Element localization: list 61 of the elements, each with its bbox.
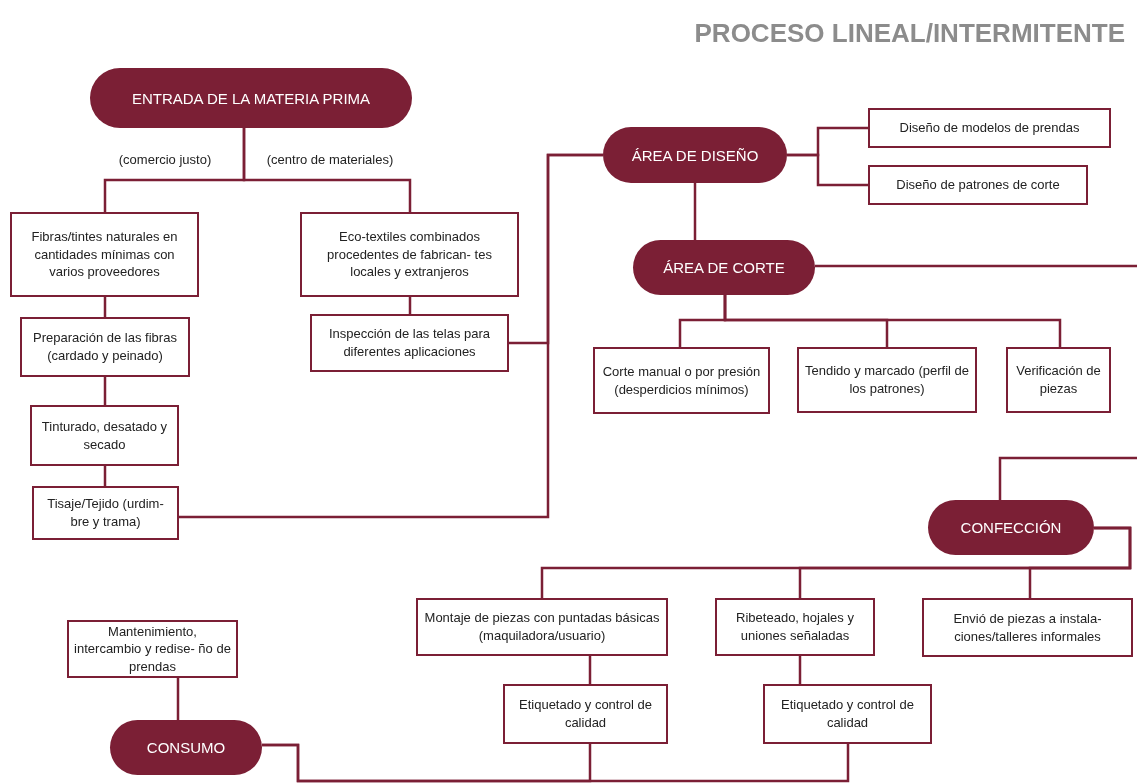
stage-pill — [603, 127, 787, 183]
connector-line — [998, 456, 1137, 500]
process-box — [20, 317, 190, 377]
connector-line — [723, 295, 1062, 347]
node-text: Corte manual o por presión (desperdicios mínimos) — [601, 362, 762, 399]
node-text: Ribeteado, hojales y uniones señaladas — [735, 609, 855, 645]
process-box — [503, 684, 668, 744]
process-box — [763, 684, 932, 744]
connector-line — [588, 656, 592, 684]
process-box — [30, 405, 179, 466]
node-text: Preparación de las fibras (cardado y peinado) — [32, 329, 178, 365]
node-text: Mantenimiento, intercambio y redise- ño de prendas — [74, 622, 231, 676]
node-text: Verificación de piezas — [1015, 362, 1102, 398]
connector-line — [798, 656, 802, 684]
stage-pill — [110, 720, 262, 775]
process-box — [300, 212, 519, 297]
process-box — [868, 108, 1111, 148]
connector-line — [242, 128, 412, 212]
process-box — [922, 598, 1133, 657]
node-text: ENTRADA DE LA MATERIA PRIMA — [131, 89, 371, 107]
process-box — [1006, 347, 1111, 413]
connector-line — [815, 264, 1137, 268]
node-text: ÁREA DE CORTE — [663, 259, 785, 276]
edge-label: (centro de materiales) — [264, 152, 396, 167]
connector-line — [103, 297, 107, 317]
connector-line — [787, 153, 868, 187]
connector-line — [1028, 526, 1132, 598]
connector-line — [103, 377, 107, 405]
process-box — [32, 486, 179, 540]
node-text: Tisaje/Tejido (urdim- bre y trama) — [46, 495, 165, 531]
edge-label: (comercio justo) — [116, 152, 214, 167]
node-text: CONSUMO — [146, 739, 226, 756]
stage-pill — [633, 240, 815, 295]
node-text: Eco-textiles combinados procedentes de fabrican- tes locales y extranjeros — [326, 228, 493, 281]
process-box — [10, 212, 199, 297]
node-text: ÁREA DE DISEÑO — [631, 146, 759, 164]
process-box — [868, 165, 1088, 205]
process-box — [715, 598, 875, 656]
stage-pill — [928, 500, 1094, 555]
connector-line — [509, 153, 603, 345]
process-box — [797, 347, 977, 413]
process-box — [593, 347, 770, 414]
connector-line — [103, 466, 107, 486]
node-text: Inspección de las telas para diferentes aplicaciones — [327, 325, 492, 361]
node-text: Diseño de modelos de prendas — [899, 119, 1080, 137]
node-text: Diseño de patrones de corte — [896, 176, 1060, 194]
node-text: Etiquetado y control de calidad — [780, 696, 915, 732]
connector-line — [693, 183, 697, 240]
node-text: Fibras/tintes naturales en cantidades mínimas con varios proveedores — [30, 228, 179, 281]
title: PROCESO LINEAL/INTERMITENTE — [694, 18, 1125, 49]
node-text: Montaje de piezas con puntadas básicas (maquiladora/usuario) — [423, 609, 661, 645]
connector-line — [262, 743, 850, 783]
node-text: Tendido y marcado (perfil de los patrones) — [804, 362, 970, 398]
connector-line — [176, 678, 180, 720]
node-text: Tinturado, desatado y secado — [40, 417, 169, 454]
node-text: Etiquetado y control de calidad — [518, 696, 653, 732]
node-text: Envió de piezas a instala- ciones/talleres informales — [952, 609, 1103, 646]
stage-pill — [90, 68, 412, 128]
process-box — [310, 314, 509, 372]
node-text: CONFECCIÓN — [960, 519, 1062, 536]
process-box — [416, 598, 668, 656]
